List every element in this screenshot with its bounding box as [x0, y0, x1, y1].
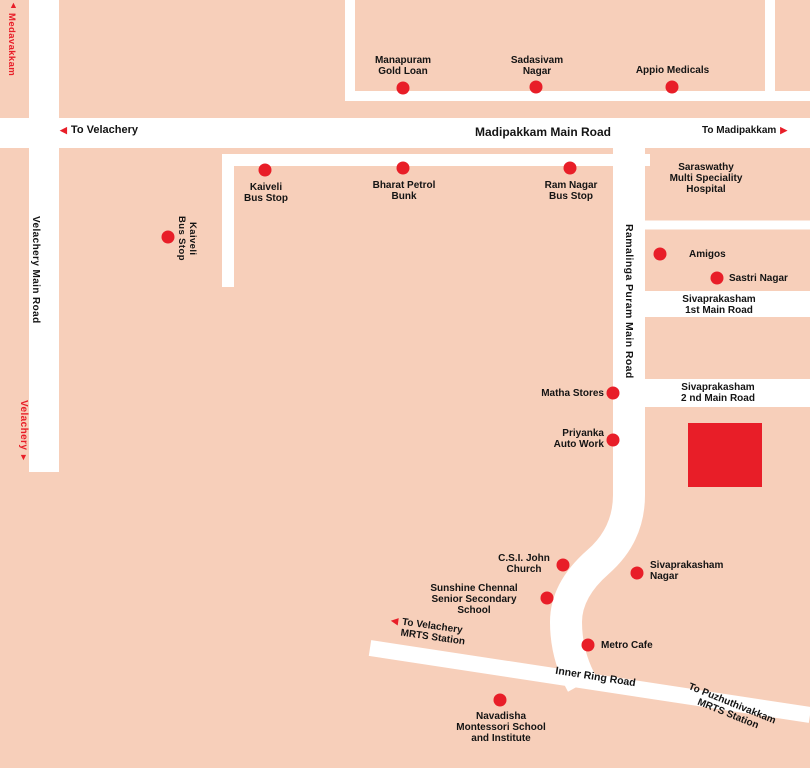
- label-priyanka: Priyanka Auto Work: [553, 428, 604, 450]
- left-arrow-icon: ◀: [60, 125, 67, 135]
- marker-dot-priyanka: [606, 433, 620, 447]
- road-busstop-street: [222, 154, 650, 287]
- marker-dot-csi-church: [556, 558, 570, 572]
- label-amigos: Amigos: [689, 249, 726, 260]
- label-metro-cafe: Metro Cafe: [601, 640, 653, 651]
- to-madipakkam-text: To Madipakkam: [702, 125, 777, 136]
- marker-dot-metro-cafe: [581, 638, 595, 652]
- label-velachery-main-road: Velachery Main Road: [30, 216, 41, 324]
- marker-dot-kaiveli-1: [258, 163, 272, 177]
- marker-dot-matha: [606, 386, 620, 400]
- label-csi-church: C.S.I. John Church: [498, 553, 550, 575]
- label-navadisha: Navadisha Montessori School and Institut…: [456, 711, 546, 744]
- label-kaiveli-2: Kaiveli Bus Stop: [176, 216, 198, 261]
- road-inner-ring: [368, 640, 810, 723]
- label-medavakkam: Medavakkam: [6, 13, 17, 77]
- label-kaiveli-1: Kaiveli Bus Stop: [244, 182, 288, 204]
- label-matha: Matha Stores: [541, 388, 604, 399]
- site-marker: [688, 423, 762, 487]
- right-arrow-icon: ▶: [780, 125, 788, 135]
- marker-dot-sunshine-school: [540, 591, 554, 605]
- down-arrow-icon: ▼: [19, 452, 28, 462]
- label-ram-nagar: Ram Nagar Bus Stop: [544, 180, 598, 202]
- marker-dot-bharat-petrol: [396, 161, 410, 175]
- label-bharat-petrol: Bharat Petrol Bunk: [372, 180, 436, 202]
- label-sunshine-school: Sunshine Chennal Senior Secondary School: [430, 583, 518, 616]
- road-ramalinga-puram: [549, 140, 645, 692]
- label-to-madipakkam: To Madipakkam ▶: [702, 125, 787, 136]
- marker-dot-sivaprakasham-nagar: [630, 566, 644, 580]
- label-manapuram: Manapuram Gold Loan: [374, 55, 432, 77]
- label-sivaprakasham-1st-main-road: Sivaprakasham 1st Main Road: [682, 294, 756, 316]
- up-arrow-icon: ▲: [9, 0, 18, 10]
- label-velachery: Velachery: [18, 400, 29, 451]
- label-appio: Appio Medicals: [635, 65, 710, 76]
- label-to-velachery: ◀ To Velachery: [60, 125, 138, 136]
- marker-dot-sadasivam: [529, 80, 543, 94]
- marker-dot-kaiveli-2: [161, 230, 175, 244]
- left-arrow-icon: ◀: [390, 615, 399, 627]
- label-sivaprakasham-nagar: Sivaprakasham Nagar: [650, 560, 724, 582]
- label-sadasivam: Sadasivam Nagar: [510, 55, 564, 77]
- marker-dot-manapuram: [396, 81, 410, 95]
- to-velachery-text: To Velachery: [70, 124, 138, 136]
- label-saraswathy: Saraswathy Multi Speciality Hospital: [669, 162, 743, 195]
- label-sastri: Sastri Nagar: [729, 273, 788, 284]
- label-ramalinga-puram-main-road: Ramalinga Puram Main Road: [623, 224, 635, 379]
- marker-dot-appio: [665, 80, 679, 94]
- label-sivaprakasham-2nd-main-road: Sivaprakasham 2 nd Main Road: [681, 382, 755, 404]
- marker-dot-navadisha: [493, 693, 507, 707]
- marker-dot-amigos: [653, 247, 667, 261]
- marker-dot-sastri: [710, 271, 724, 285]
- marker-dot-ram-nagar: [563, 161, 577, 175]
- label-madipakkam-main-road: Madipakkam Main Road: [474, 125, 612, 139]
